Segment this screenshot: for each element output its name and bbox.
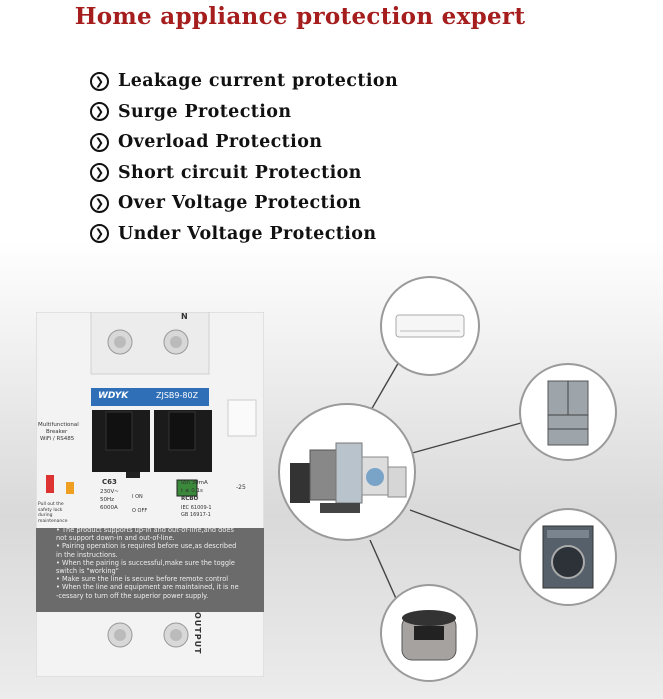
arrow-circle-icon: ❯ bbox=[90, 163, 109, 183]
temp-label: -25 bbox=[236, 484, 246, 491]
leak-label: RCBO bbox=[181, 496, 199, 502]
rice-cooker-icon bbox=[401, 610, 457, 661]
standard-label: IEC 61009-1 bbox=[181, 505, 212, 511]
air-conditioner-circle bbox=[380, 276, 480, 376]
type-label: Multifunctional bbox=[38, 422, 79, 428]
refrigerator-circle bbox=[519, 363, 617, 461]
leak-label: IΔn 30mA bbox=[181, 480, 208, 486]
feature-item: ❯Under Voltage Protection bbox=[90, 219, 398, 250]
arrow-circle-icon: ❯ bbox=[90, 224, 109, 244]
connector-line bbox=[409, 509, 533, 556]
notes-panel: • The product supports up-in and out-of-… bbox=[56, 526, 239, 600]
feature-item: ❯Overload Protection bbox=[90, 127, 398, 158]
model-number: ZJSB9-80Z bbox=[156, 391, 199, 400]
feature-list: ❯Leakage current protection ❯Surge Prote… bbox=[90, 66, 398, 249]
appliance-group-circle bbox=[278, 403, 416, 541]
spec-label: 50Hz bbox=[100, 497, 115, 503]
spec-label: 6000A bbox=[100, 505, 118, 511]
rating-label: C63 bbox=[102, 478, 117, 486]
standard-label: GB 16917-1 bbox=[181, 512, 211, 518]
arrow-circle-icon: ❯ bbox=[90, 102, 109, 122]
off-label: O OFF bbox=[132, 508, 148, 514]
feature-item: ❯Surge Protection bbox=[90, 97, 398, 128]
feature-item: ❯Over Voltage Protection bbox=[90, 188, 398, 219]
output-label: OUTPUT bbox=[193, 612, 202, 655]
on-label: I ON bbox=[132, 494, 143, 500]
arrow-circle-icon: ❯ bbox=[90, 71, 109, 91]
type-label: Breaker bbox=[46, 429, 68, 435]
feature-item: ❯Leakage current protection bbox=[90, 66, 398, 97]
refrigerator-icon bbox=[547, 380, 589, 446]
safety-lock-label: Pull out the safety lock during maintena… bbox=[38, 502, 68, 524]
comm-label: WiFi / RS485 bbox=[40, 436, 75, 442]
washing-machine-icon bbox=[542, 525, 594, 589]
circuit-breaker: N WDYK ZJSB9-80Z Multifunctional Breaker… bbox=[36, 312, 264, 677]
leak-label: t ≤ 0.1s bbox=[181, 488, 203, 494]
washing-machine-circle bbox=[519, 508, 617, 606]
page-title: Home appliance protection expert bbox=[74, 3, 526, 30]
arrow-circle-icon: ❯ bbox=[90, 193, 109, 213]
air-conditioner-icon bbox=[395, 314, 465, 338]
n-label: N bbox=[181, 312, 188, 321]
brand-logo: WDYK bbox=[98, 391, 129, 401]
arrow-circle-icon: ❯ bbox=[90, 132, 109, 152]
spec-label: 230V~ bbox=[100, 489, 119, 495]
appliance-group-icon bbox=[290, 442, 407, 513]
feature-item: ❯Short circuit Protection bbox=[90, 158, 398, 189]
rice-cooker-circle bbox=[380, 584, 478, 682]
breaker-body bbox=[36, 312, 264, 677]
